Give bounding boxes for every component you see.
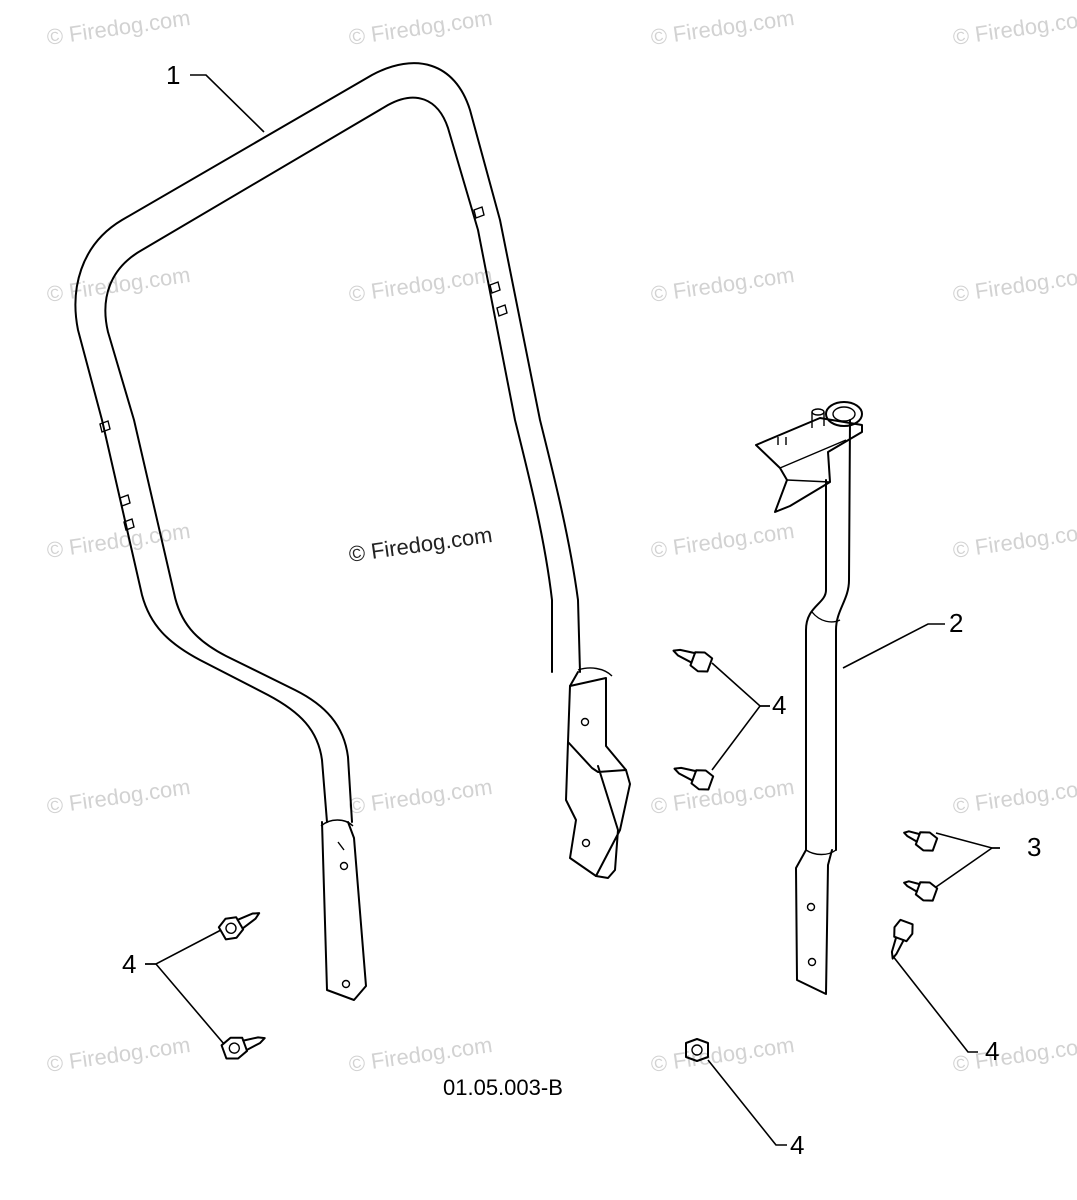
leader-4-bottom bbox=[707, 1059, 787, 1146]
nut-icon bbox=[685, 1038, 709, 1062]
support-rod-bend-line bbox=[811, 611, 841, 623]
support-rod-pin-top bbox=[811, 408, 825, 416]
support-rod-bracket-hole bbox=[777, 437, 787, 445]
leader-3b bbox=[935, 847, 1000, 888]
support-rod-socket-outer bbox=[825, 401, 863, 427]
support-rod-pin-body bbox=[811, 412, 825, 428]
bolt-icon bbox=[673, 766, 715, 791]
handle-bar-left-flat-end bbox=[321, 821, 367, 1001]
callout-1: 1 bbox=[166, 60, 180, 90]
support-rod-edge-right bbox=[835, 419, 851, 851]
support-rod-lower-sleeve bbox=[805, 849, 837, 856]
watermark: © Firedog.com bbox=[649, 1032, 796, 1077]
handle-bar-right-bracket-end bbox=[567, 671, 631, 879]
handle-bar-left-hole-upper bbox=[339, 861, 349, 871]
watermark: © Firedog.com bbox=[347, 774, 494, 819]
watermark: © Firedog.com bbox=[45, 518, 192, 563]
callout-3: 3 bbox=[1027, 832, 1041, 862]
watermark: © Firedog.com bbox=[951, 518, 1077, 563]
handle-bar-outer-edge bbox=[74, 62, 581, 823]
watermark-grid: © Firedog.com © Firedog.com © Firedog.co… bbox=[45, 5, 1077, 1077]
handle-bar-tab bbox=[123, 518, 135, 531]
support-rod-socket-inner bbox=[832, 406, 856, 422]
watermark: © Firedog.com bbox=[347, 1032, 494, 1077]
handle-bar-tab bbox=[496, 304, 508, 317]
part-1-handle-bar bbox=[74, 62, 631, 1001]
leader-2 bbox=[842, 623, 945, 669]
watermark: © Firedog.com bbox=[347, 5, 494, 50]
watermark: © Firedog.com bbox=[951, 5, 1077, 50]
handle-bar-tab bbox=[489, 281, 501, 294]
handle-bar-right-hole-upper bbox=[580, 717, 590, 727]
leader-4-left-a bbox=[145, 929, 222, 965]
handle-bar-left-hole-lower bbox=[341, 979, 351, 989]
handle-bar-tab bbox=[99, 420, 111, 433]
watermark: © Firedog.com bbox=[649, 5, 796, 50]
callout-4-middle: 4 bbox=[772, 690, 786, 720]
leader-4-right bbox=[891, 954, 978, 1053]
bolt-icon bbox=[890, 918, 914, 960]
handle-bar-tab bbox=[473, 206, 485, 219]
handle-bar-right-bracket-plate bbox=[565, 677, 627, 877]
watermark: © Firedog.com bbox=[951, 262, 1077, 307]
handle-bar-left-sleeve bbox=[320, 819, 354, 827]
handle-bar-right-hole-lower bbox=[581, 838, 591, 848]
watermark: © Firedog.com bbox=[45, 774, 192, 819]
watermark: © Firedog.com bbox=[347, 262, 494, 307]
callouts: 1 2 3 4 4 4 4 bbox=[122, 60, 1041, 1160]
watermark: © Firedog.com bbox=[951, 774, 1077, 819]
center-watermark: © Firedog.com bbox=[347, 522, 494, 567]
support-rod-bracket-fold bbox=[779, 439, 847, 483]
hardware bbox=[217, 648, 939, 1062]
callout-4-left: 4 bbox=[122, 949, 136, 979]
support-rod-hole-upper bbox=[806, 902, 816, 912]
watermark: © Firedog.com bbox=[649, 262, 796, 307]
handle-bar-right-sleeve bbox=[577, 667, 613, 677]
nut-icon bbox=[903, 880, 939, 902]
bolt-icon bbox=[217, 912, 261, 941]
bolt-icon bbox=[220, 1036, 266, 1060]
nut-icon bbox=[903, 830, 939, 852]
support-rod-edge-left bbox=[795, 479, 833, 995]
watermark: © Firedog.com bbox=[45, 5, 192, 50]
callout-2: 2 bbox=[949, 608, 963, 638]
handle-bar-inner-edge bbox=[104, 96, 553, 823]
bolt-icon bbox=[672, 648, 714, 673]
support-rod-top-bracket bbox=[755, 417, 863, 513]
watermark: © Firedog.com bbox=[649, 518, 796, 563]
watermark: © Firedog.com bbox=[45, 1032, 192, 1077]
watermark: © Firedog.com bbox=[649, 774, 796, 819]
support-rod-hole-lower bbox=[807, 957, 817, 967]
leader-lines bbox=[145, 74, 1000, 1146]
leader-4-left-b bbox=[145, 963, 225, 1045]
leader-4-mid-a bbox=[711, 662, 770, 707]
callout-4-right: 4 bbox=[985, 1036, 999, 1066]
callout-4-bottom: 4 bbox=[790, 1130, 804, 1160]
leader-3a bbox=[935, 832, 1000, 849]
watermark: © Firedog.com bbox=[951, 1032, 1077, 1077]
diagram-id: 01.05.003-B bbox=[443, 1075, 563, 1100]
handle-bar-left-tab-line bbox=[337, 841, 345, 851]
leader-1 bbox=[190, 74, 265, 133]
handle-bar-tab bbox=[119, 494, 131, 507]
leader-4-mid-b bbox=[711, 705, 770, 771]
part-2-support-rod bbox=[755, 401, 863, 995]
